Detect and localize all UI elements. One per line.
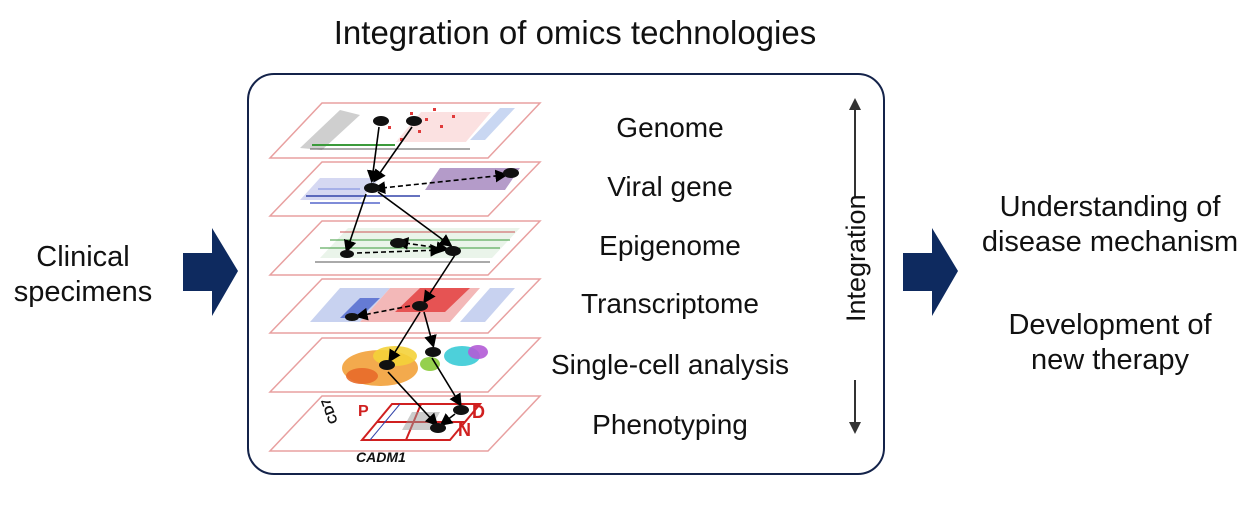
node-single-cell-1 xyxy=(425,347,441,357)
outcome-understanding-line-2: disease mechanism xyxy=(981,226,1239,258)
genome-layer xyxy=(268,102,542,159)
input-label-line-2: specimens xyxy=(13,276,153,308)
node-viral-2 xyxy=(503,168,519,178)
integration-down-arrowhead-icon xyxy=(849,422,861,434)
layer-label-viral-gene: Viral gene xyxy=(607,171,733,202)
integration-up-arrowhead-icon xyxy=(849,98,861,110)
layer-label-epigenome: Epigenome xyxy=(599,230,741,261)
layer-label-genome: Genome xyxy=(616,112,724,143)
outcome-understanding-line-1: Understanding of xyxy=(999,191,1221,223)
node-epigenome-3 xyxy=(340,250,354,258)
node-genome-2 xyxy=(406,116,422,126)
phenotyping-gate-p: P xyxy=(358,403,369,420)
layer-label-single-cell: Single-cell analysis xyxy=(550,349,790,380)
integration-label-text: Integration xyxy=(841,194,871,322)
network-nodes xyxy=(340,116,519,433)
input-label: Clinical specimens xyxy=(8,240,158,310)
phenotyping-gate-n: N xyxy=(458,420,471,440)
node-phenotyping-1 xyxy=(453,405,469,415)
node-genome-1 xyxy=(373,116,389,126)
input-label-line-1: Clinical xyxy=(36,241,130,273)
outcome-therapy-line-1: Development of xyxy=(1008,309,1212,341)
integration-label: Integration xyxy=(836,194,876,322)
input-arrow-icon xyxy=(183,228,238,316)
node-single-cell-2 xyxy=(379,360,395,370)
outcome-therapy-line-2: new therapy xyxy=(1031,344,1189,376)
output-arrow-icon xyxy=(903,228,958,316)
layer-label-phenotyping: Phenotyping xyxy=(592,409,748,440)
node-epigenome-1 xyxy=(390,238,406,248)
phenotyping-gate-d: D xyxy=(472,402,485,422)
network-edges xyxy=(344,126,509,427)
single-cell-layer xyxy=(268,337,542,393)
node-phenotyping-2 xyxy=(430,423,446,433)
outcome-understanding: Understanding of disease mechanism xyxy=(960,190,1260,260)
phenotyping-x-axis-label: CADM1 xyxy=(356,449,406,465)
layer-label-transcriptome: Transcriptome xyxy=(581,288,759,319)
node-transcriptome-2 xyxy=(345,313,359,321)
node-epigenome-2 xyxy=(445,246,461,256)
node-transcriptome-1 xyxy=(412,301,428,311)
node-viral-1 xyxy=(364,183,380,193)
transcriptome-layer xyxy=(268,278,542,334)
diagram-title: Integration of omics technologies xyxy=(333,14,817,51)
outcome-therapy: Development of new therapy xyxy=(960,308,1260,378)
